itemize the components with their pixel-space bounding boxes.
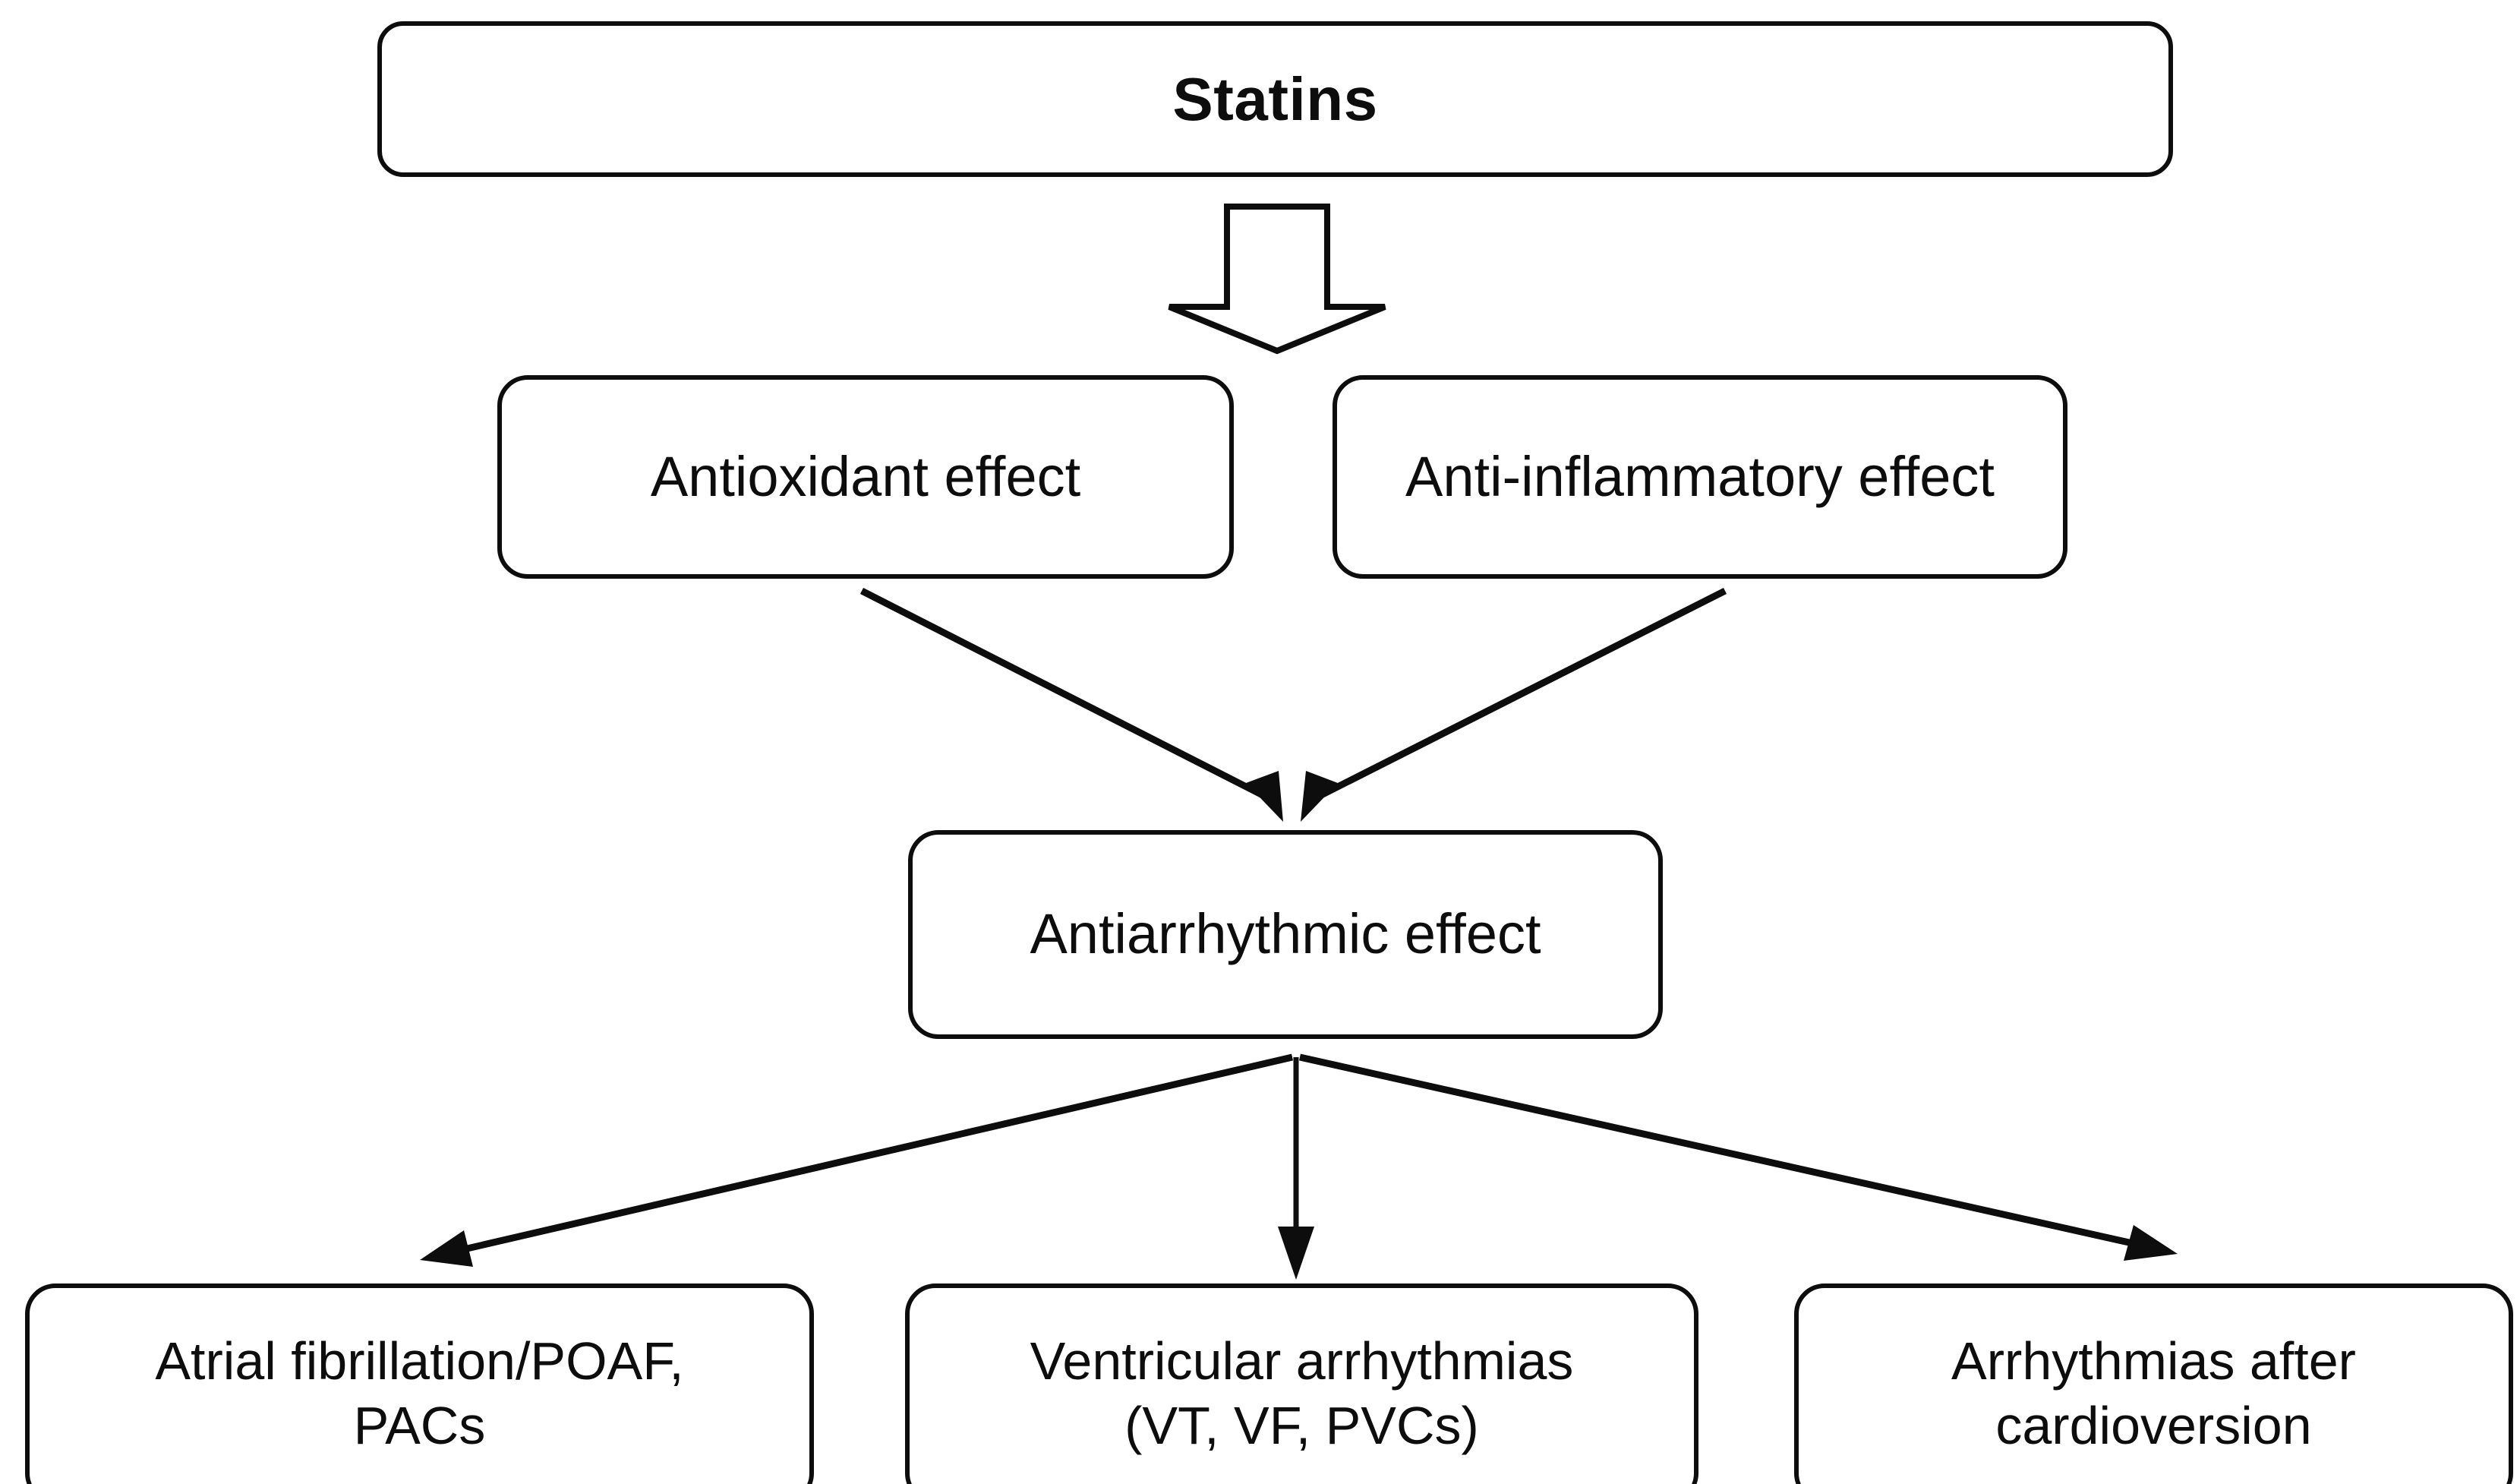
- node-arrhythmias-after-cardioversion-label: Arrhythmias after cardioversion: [1951, 1331, 2356, 1455]
- node-antiarrhythmic-effect-label: Antiarrhythmic effect: [1030, 902, 1541, 966]
- node-anti-inflammatory-effect[interactable]: Anti-inflammatory effect: [1333, 375, 2067, 579]
- node-ventricular-arrhythmias-label: Ventricular arrhythmias (VT, VF, PVCs): [1030, 1331, 1574, 1455]
- node-statins[interactable]: Statins: [377, 21, 2173, 177]
- block-arrow-down-icon: [1168, 204, 1386, 355]
- node-antioxidant-effect-label: Antioxidant effect: [650, 444, 1081, 508]
- node-atrial-fibrillation[interactable]: Atrial fibrillation/POAF, PACs: [25, 1284, 814, 1484]
- node-atrial-fibrillation-label: Atrial fibrillation/POAF, PACs: [155, 1331, 684, 1455]
- arrow-antiarrhythmic-to-atrial-fibrillation: [420, 1053, 1294, 1267]
- node-antioxidant-effect[interactable]: Antioxidant effect: [497, 375, 1234, 579]
- arrow-antiinflammatory-to-antiarrhythmic: [1301, 587, 1727, 822]
- arrow-antiarrhythmic-to-cardioversion: [1299, 1053, 2178, 1261]
- arrow-antioxidant-to-antiarrhythmic: [859, 587, 1283, 822]
- node-ventricular-arrhythmias[interactable]: Ventricular arrhythmias (VT, VF, PVCs): [905, 1284, 1698, 1484]
- node-statins-label: Statins: [1172, 65, 1378, 133]
- arrow-antiarrhythmic-to-ventricular-arrhythmias: [1278, 1057, 1314, 1280]
- node-anti-inflammatory-effect-label: Anti-inflammatory effect: [1405, 444, 1995, 508]
- node-arrhythmias-after-cardioversion[interactable]: Arrhythmias after cardioversion: [1794, 1284, 2513, 1484]
- node-antiarrhythmic-effect[interactable]: Antiarrhythmic effect: [908, 830, 1663, 1039]
